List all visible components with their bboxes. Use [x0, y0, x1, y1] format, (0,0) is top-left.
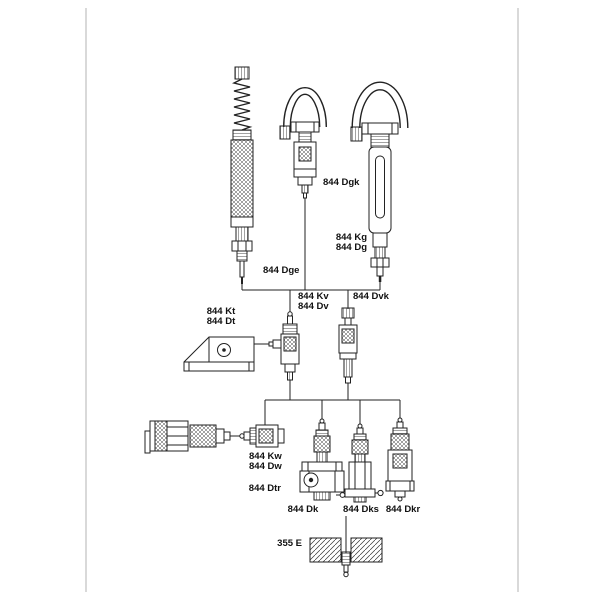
knurl-band: [298, 146, 312, 162]
bottom-nipple: [397, 496, 403, 502]
threaded-stem: [354, 453, 366, 463]
chuck-column-dtr-dk: [299, 418, 346, 501]
label-844-dvk: 844 Dvk: [352, 291, 390, 302]
handle-crossbar: [361, 122, 399, 135]
label-844-dgk: 844 Dgk: [322, 177, 361, 188]
coil-spring: [231, 78, 253, 131]
nipple: [357, 423, 363, 429]
label-844-dks: 844 Dks: [342, 504, 380, 515]
fitting-ball: [343, 571, 349, 578]
page-frame: [85, 8, 519, 592]
label-844-kg: 844 Kg: [334, 232, 368, 243]
side-port: [272, 339, 282, 349]
tool-tip: [378, 276, 382, 282]
label-844-dw: 844 Dw: [248, 461, 283, 472]
tool-tip: [239, 260, 245, 278]
threaded-stem: [316, 451, 328, 463]
knurl-band: [283, 336, 297, 352]
mounting-bracket-kt-dt: [183, 336, 255, 372]
valve-part-dvk: [338, 307, 358, 384]
hex-collar: [370, 257, 390, 268]
knurl-band: [390, 433, 410, 451]
knurl-band: [341, 328, 355, 344]
chuck-flange: [344, 488, 376, 498]
base-block-355e: [309, 537, 383, 578]
label-844-dt: 844 Dt: [205, 316, 237, 327]
label-355-e: 355 E: [276, 538, 303, 549]
label-844-kw: 844 Kw: [248, 451, 283, 462]
hatched-block-left: [309, 537, 342, 563]
knurl-band: [351, 439, 369, 455]
label-844-dk: 844 Dk: [286, 504, 320, 515]
connector-part-kw-dw: [239, 424, 285, 448]
connector-lines: [230, 197, 401, 553]
d-handle-loop: [351, 81, 409, 129]
d-handle-tool-kg-dg: [350, 81, 409, 282]
tool-tip: [345, 376, 351, 384]
label-844-dv: 844 Dv: [297, 301, 330, 312]
threaded-stem: [343, 358, 353, 378]
nipple: [319, 418, 325, 424]
hatched-block-right: [350, 537, 383, 563]
hose-coupling: [144, 420, 231, 454]
label-844-dkr: 844 Dkr: [384, 504, 422, 515]
knurled-grip: [230, 139, 254, 218]
side-thumbscrew: [350, 126, 363, 142]
threaded-stem: [287, 371, 293, 381]
handle-crossbar: [290, 121, 320, 133]
valve-part-kv-dv: [268, 311, 300, 381]
tool-tip: [303, 192, 307, 199]
knurl-band: [258, 428, 274, 444]
knurl-band-lower: [392, 453, 408, 469]
label-844-kv: 844 Kv: [297, 291, 330, 302]
knurled-knob: [341, 307, 355, 319]
label-844-dtr: 844 Dtr: [247, 483, 282, 494]
nipple: [397, 417, 403, 423]
ridged-collar: [232, 129, 252, 141]
chuck-column-dks: [344, 423, 384, 503]
slot-fitting: [341, 551, 351, 566]
knurled-cap: [234, 66, 250, 80]
side-thumbscrew: [279, 125, 291, 140]
hex-collar: [231, 240, 253, 252]
label-844-kt: 844 Kt: [205, 306, 237, 317]
label-844-dg: 844 Dg: [334, 242, 368, 253]
chuck-column-dkr: [385, 417, 415, 502]
label-844-dge: 844 Dge: [262, 265, 301, 276]
coupling-plug: [189, 424, 217, 448]
spring-handle-tool-dge: [230, 66, 254, 284]
side-screw: [339, 492, 346, 498]
body-slot: [375, 155, 385, 219]
side-screw: [377, 489, 384, 497]
knurl-band: [313, 435, 331, 453]
knurl-ring: [154, 420, 168, 452]
chuck-body: [348, 461, 372, 490]
d-handle-tool-dgk: [279, 87, 327, 199]
